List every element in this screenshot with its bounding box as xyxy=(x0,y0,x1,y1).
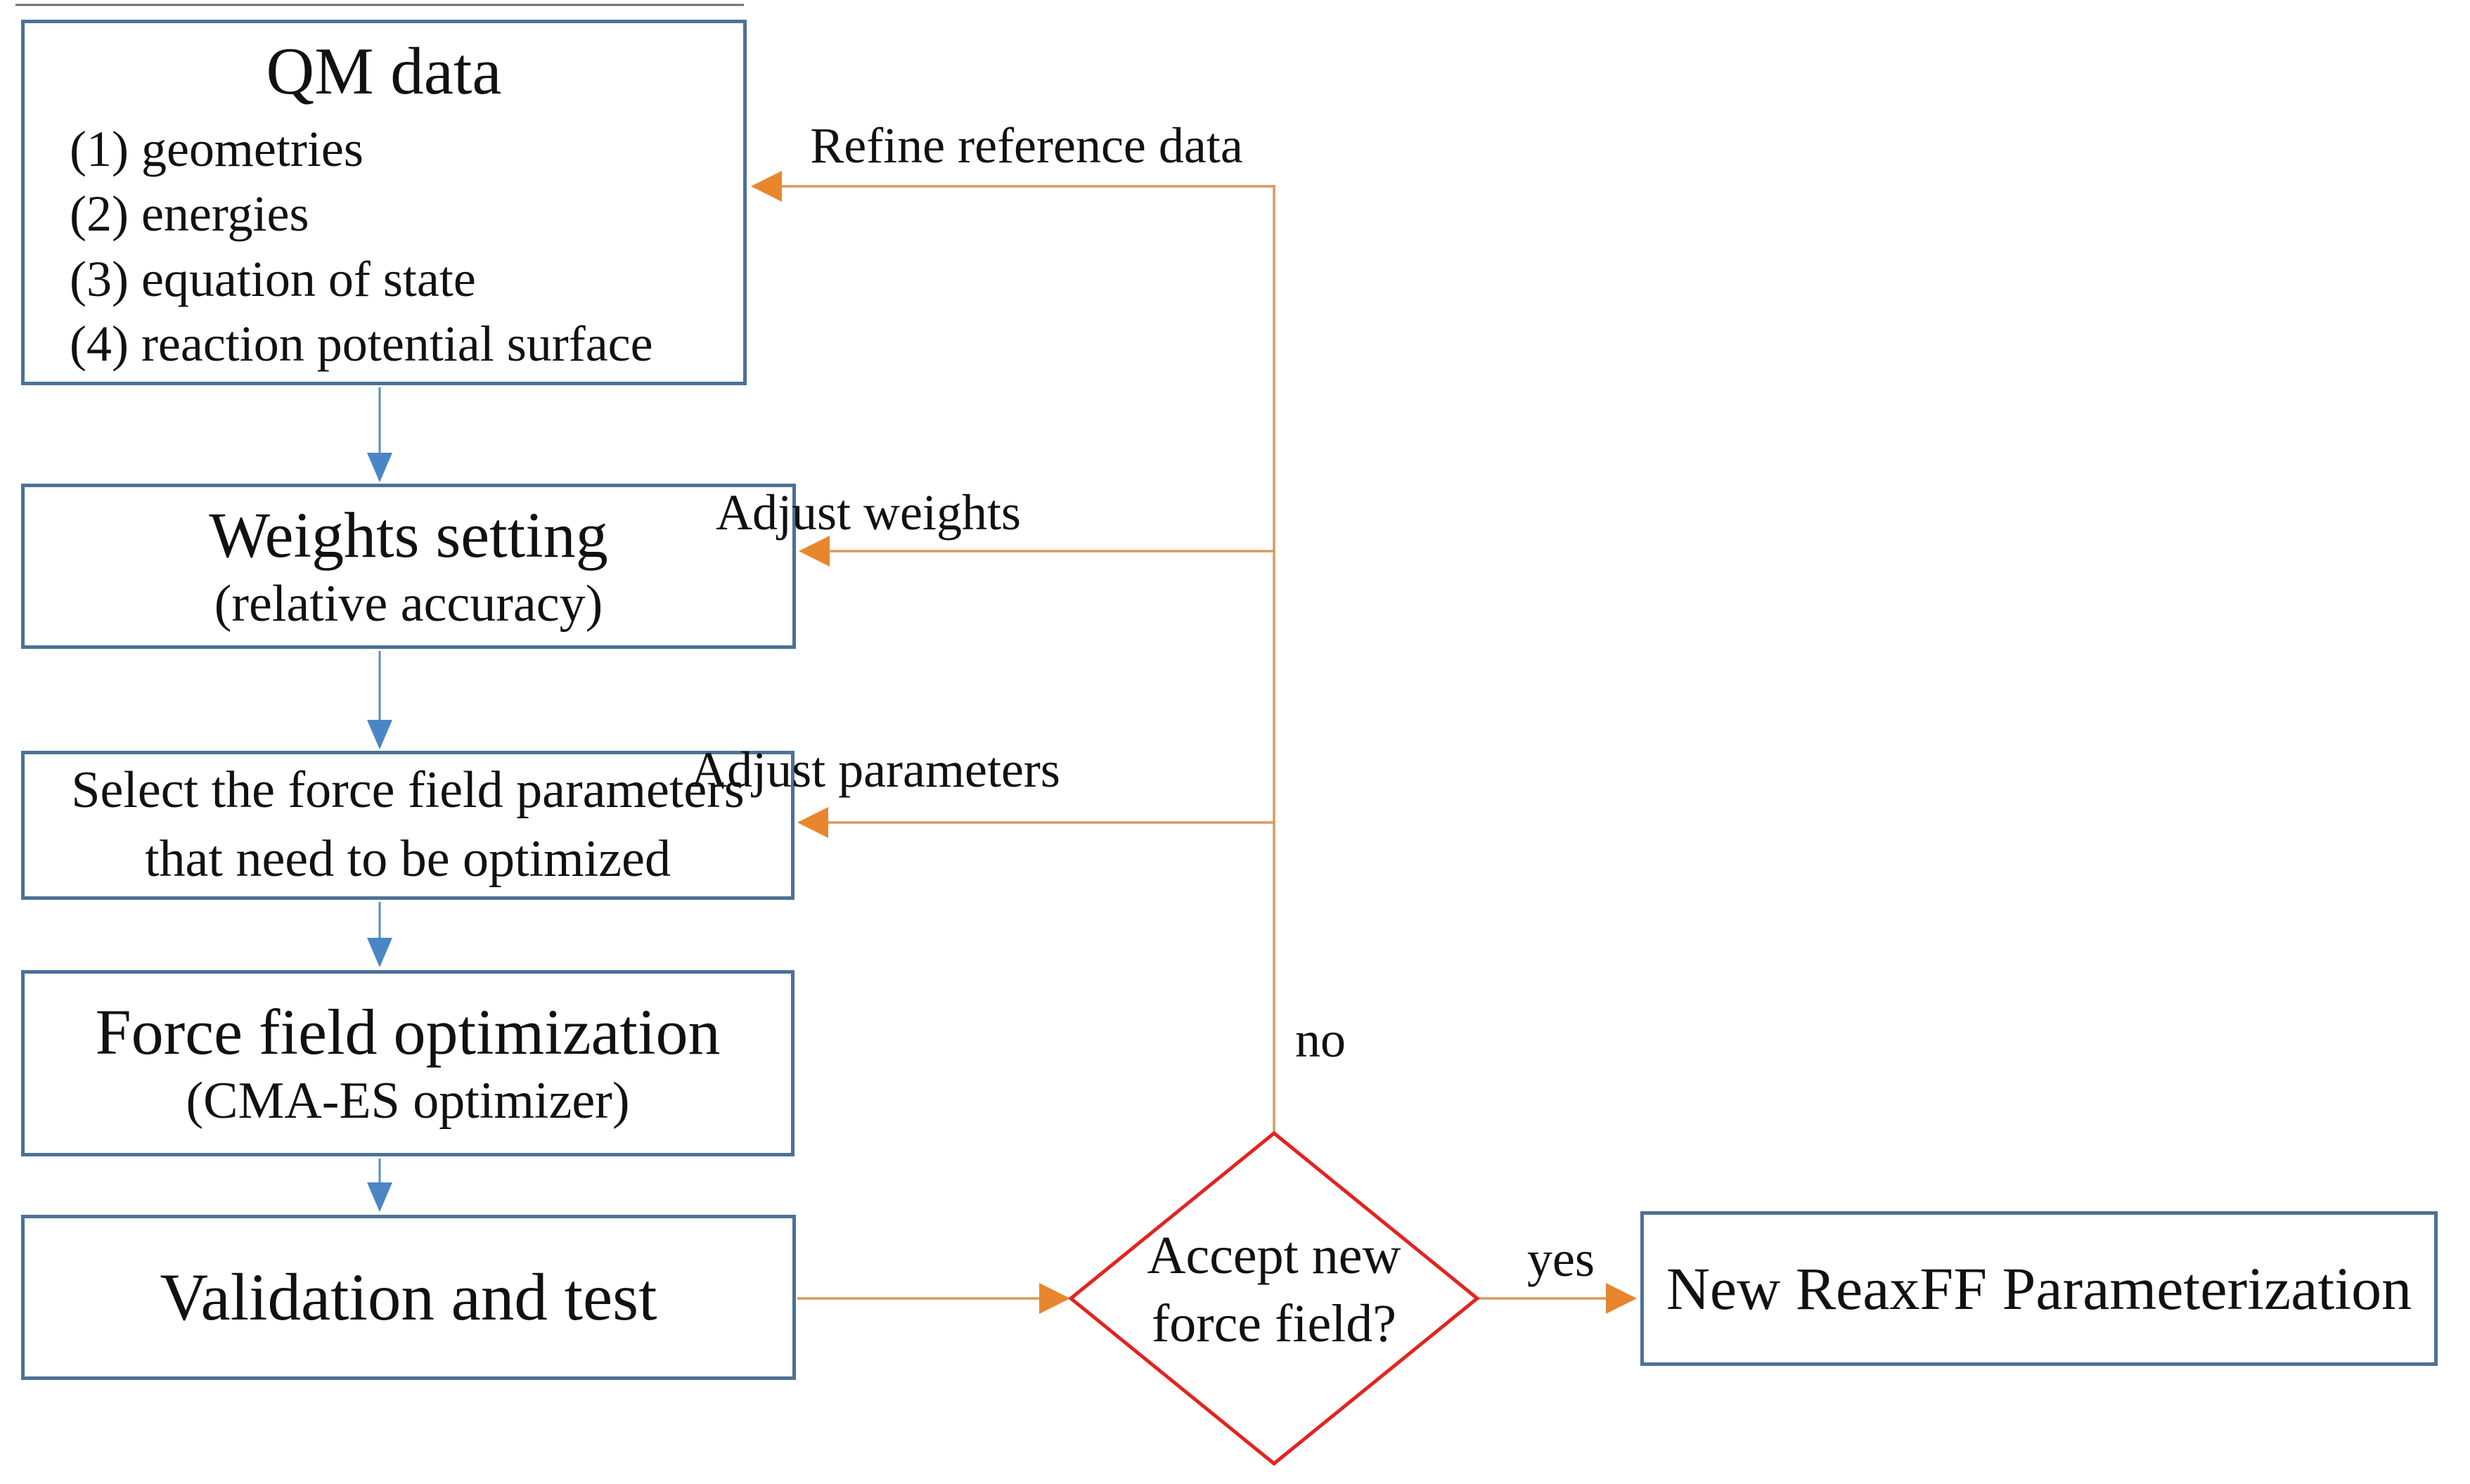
force-field-optimization-subtitle: (CMA-ES optimizer) xyxy=(186,1072,630,1130)
validation-and-test-title: Validation and test xyxy=(160,1259,657,1334)
edge-label-adjust-weights: Adjust weights xyxy=(715,484,1021,541)
flow-arrow-optimization-to-validation xyxy=(367,1159,392,1212)
select-parameters-box: Select the force field parameters that n… xyxy=(21,751,795,900)
feedback-arrow-adjust-parameters xyxy=(797,807,1274,838)
arrow-validation-to-decision xyxy=(797,1283,1070,1314)
feedback-arrow-refine-reference-data xyxy=(751,171,1275,202)
qm-data-item: (3) equation of state xyxy=(70,250,476,307)
decision-diamond xyxy=(1068,1130,1480,1466)
new-reaxff-parameterization-box: New ReaxFF Parameterization xyxy=(1640,1211,2438,1366)
qm-data-item: (1) geometries xyxy=(70,121,364,178)
qm-data-item: (4) reaction potential surface xyxy=(70,315,653,372)
arrow-decision-yes-to-result xyxy=(1479,1283,1637,1314)
flow-arrow-qm-to-weights xyxy=(367,387,392,482)
decision-line1: Accept new xyxy=(1147,1226,1401,1285)
edge-label-yes: yes xyxy=(1527,1231,1595,1287)
qm-data-box: QM data (1) geometries (2) energies (3) … xyxy=(21,20,747,385)
qm-data-item: (2) energies xyxy=(70,186,309,243)
force-field-optimization-title: Force field optimization xyxy=(95,995,721,1068)
select-parameters-line2: that need to be optimized xyxy=(145,830,671,888)
feedback-arrow-adjust-weights xyxy=(799,536,1274,567)
decision-line2: force field? xyxy=(1151,1294,1397,1354)
qm-data-title: QM data xyxy=(266,34,502,108)
weights-setting-subtitle: (relative accuracy) xyxy=(214,575,603,633)
weights-setting-box: Weights setting (relative accuracy) xyxy=(21,484,796,649)
new-reaxff-parameterization-title: New ReaxFF Parameterization xyxy=(1666,1254,2412,1322)
edge-label-refine-reference-data: Refine reference data xyxy=(810,117,1243,174)
decision-diamond-text: Accept new force field? xyxy=(1098,1222,1450,1359)
select-parameters-line1: Select the force field parameters xyxy=(71,761,745,820)
edge-label-no: no xyxy=(1295,1012,1346,1068)
qm-data-item-list: (1) geometries (2) energies (3) equation… xyxy=(25,117,653,376)
flow-arrow-select-to-optimization xyxy=(367,902,392,967)
force-field-optimization-box: Force field optimization (CMA-ES optimiz… xyxy=(21,970,795,1156)
edge-label-adjust-parameters: Adjust parameters xyxy=(690,742,1060,798)
validation-and-test-box: Validation and test xyxy=(21,1215,796,1380)
flow-arrow-weights-to-select xyxy=(367,651,392,749)
weights-setting-title: Weights setting xyxy=(209,498,608,571)
